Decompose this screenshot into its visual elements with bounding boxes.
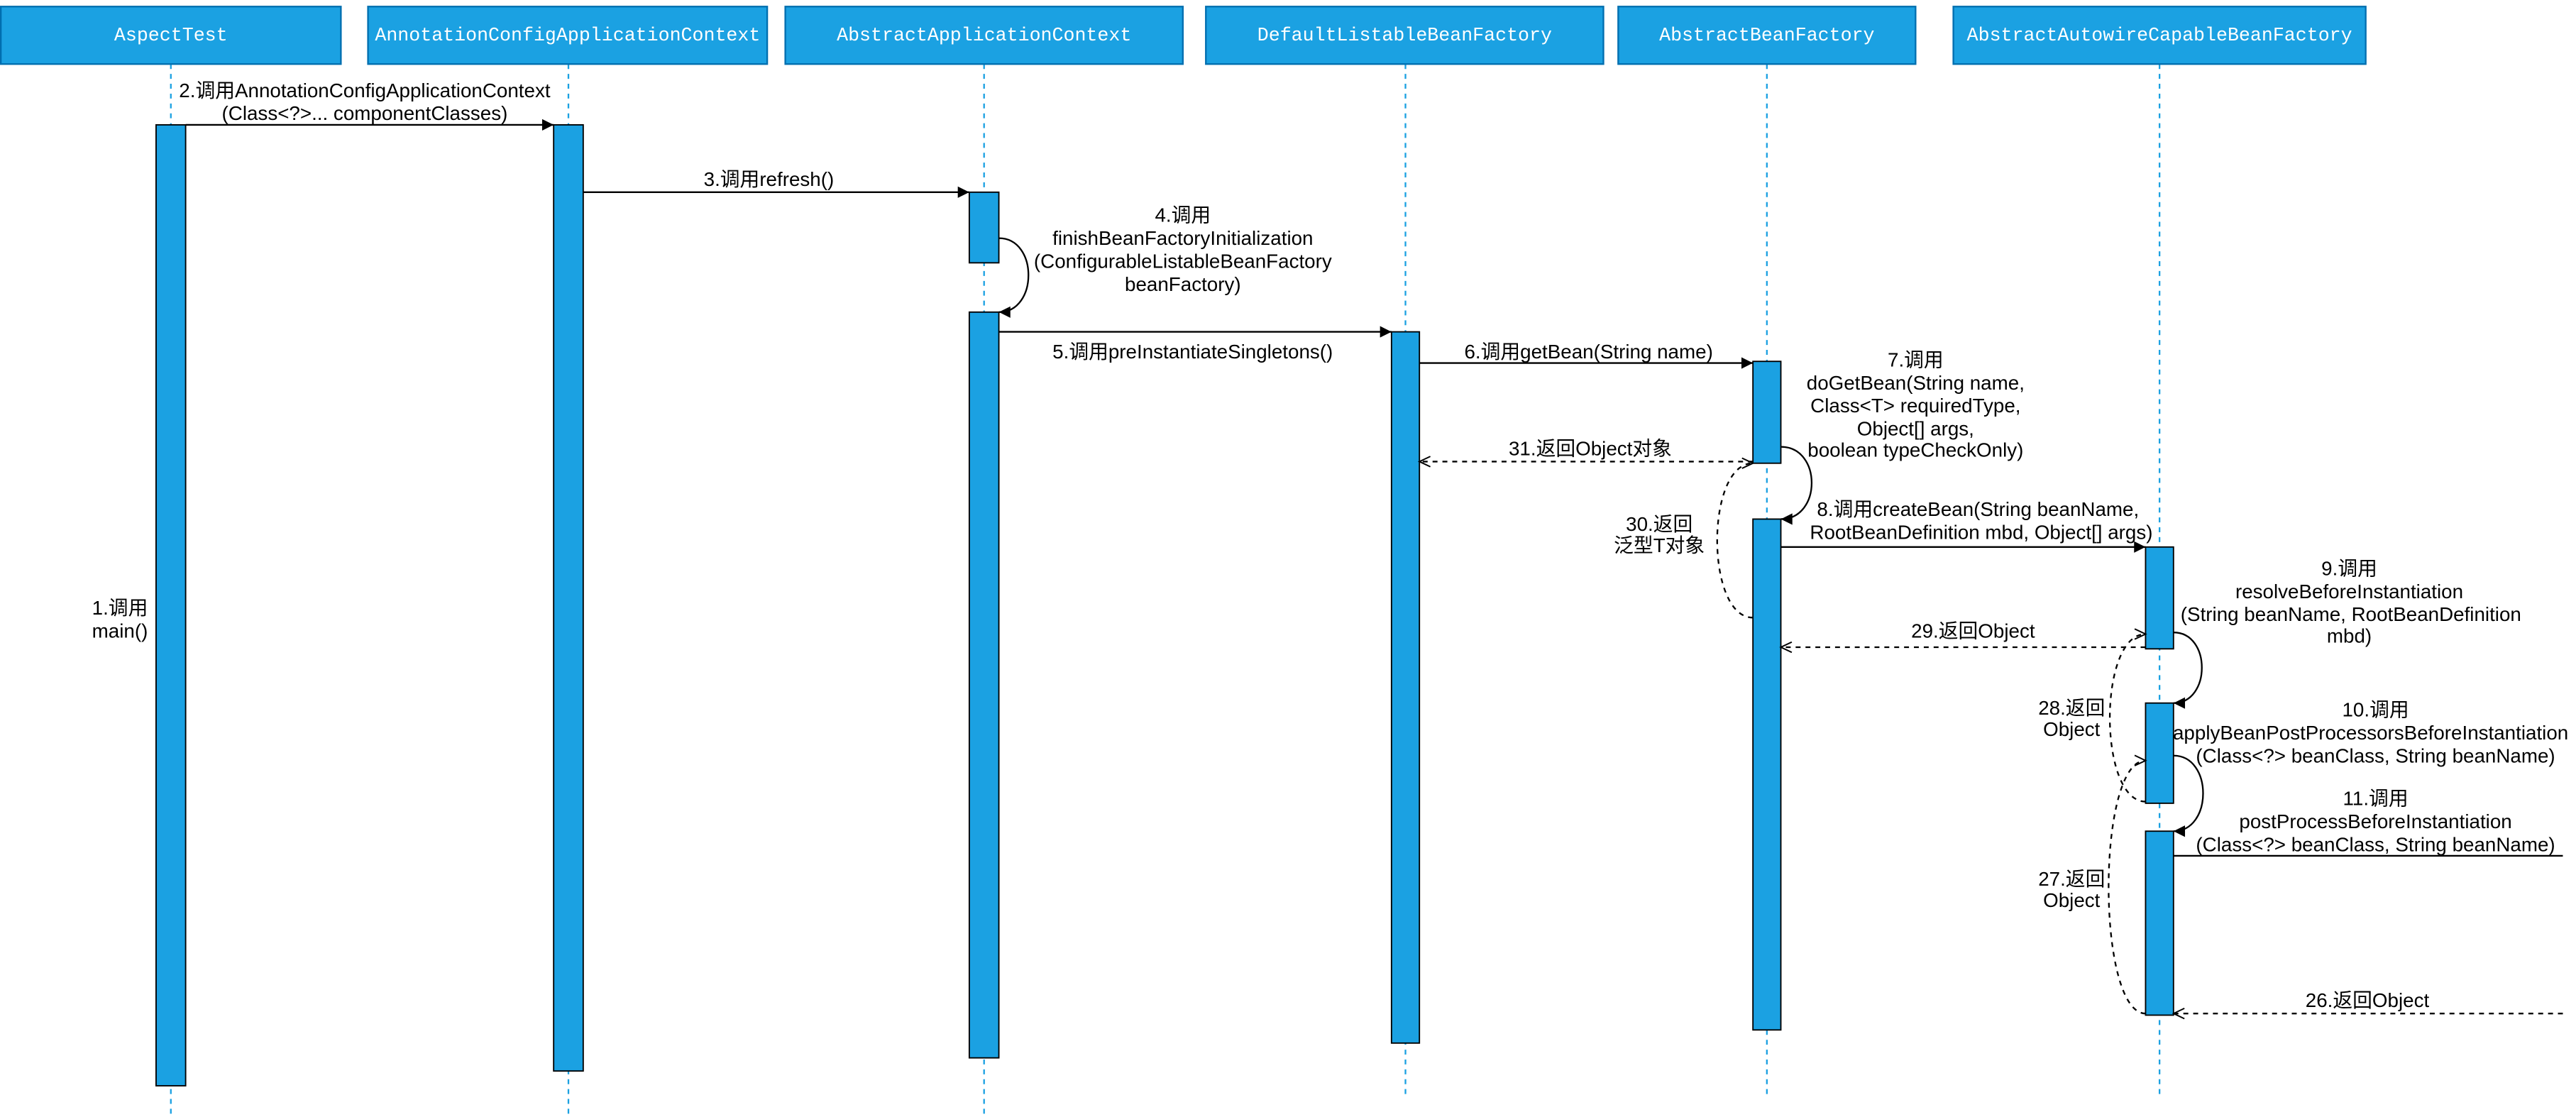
return-arrow-30: [1716, 463, 1753, 619]
message-label-1: 1.调用 main(): [92, 597, 148, 642]
participant-box: [1617, 6, 1917, 65]
participant-box: [1952, 6, 2367, 65]
message-label-26: 26.返回Object: [2306, 989, 2430, 1011]
label-line: finishBeanFactoryInitialization: [1052, 227, 1313, 249]
label-line: 26.返回Object: [2306, 989, 2430, 1011]
activation-bar-autowire-create-bean: [2145, 546, 2174, 650]
participant-abstract-autowire-capable-bean-factory: AbstractAutowireCapableBeanFactory: [1952, 6, 2367, 65]
label-line: 2.调用AnnotationConfigApplicationContext: [179, 79, 551, 101]
participant-box: [784, 6, 1184, 65]
message-arrow-7: [1780, 446, 1812, 525]
participant-box: [0, 6, 342, 65]
label-line: (ConfigurableListableBeanFactory: [1034, 251, 1332, 273]
label-line: doGetBean(String name,: [1807, 372, 2025, 394]
label-line: 3.调用refresh(): [704, 168, 835, 190]
label-line: RootBeanDefinition mbd, Object[] args): [1810, 521, 2152, 543]
participant-box: [1205, 6, 1605, 65]
participant-abstract-bean-factory: AbstractBeanFactory: [1617, 6, 1917, 65]
message-arrow-4: [998, 237, 1030, 318]
label-line: 7.调用: [1888, 348, 1944, 370]
label-line: beanFactory): [1125, 273, 1241, 295]
message-label-9: 9.调用 resolveBeforeInstantiation (String …: [2181, 557, 2521, 646]
label-line: 11.调用: [2343, 787, 2409, 809]
participant-name: AbstractAutowireCapableBeanFactory: [1967, 25, 2352, 46]
label-line: 5.调用preInstantiateSingletons(): [1052, 341, 1333, 363]
label-line: boolean typeCheckOnly): [1807, 439, 2023, 461]
message-label-31: 31.返回Object对象: [1509, 437, 1672, 459]
message-label-10: 10.调用 applyBeanPostProcessorsBeforeInsta…: [2173, 698, 2568, 766]
message-arrow-10: [2173, 754, 2204, 837]
activation-bar-aspect-test: [155, 123, 187, 1086]
participant-name: DefaultListableBeanFactory: [1257, 25, 1552, 46]
activation-bar-autowire-apply-post-processors: [2145, 830, 2174, 1016]
activation-bar-abstract-application-context-refresh: [968, 191, 1000, 264]
label-line: 1.调用: [92, 597, 148, 619]
label-line: 4.调用: [1155, 204, 1211, 226]
label-line: Object: [2043, 889, 2101, 911]
label-line: applyBeanPostProcessorsBeforeInstantiati…: [2173, 722, 2568, 744]
label-line: (Class<?>... componentClasses): [222, 102, 508, 124]
message-label-7: 7.调用 doGetBean(String name, Class<T> req…: [1807, 348, 2025, 461]
return-arrow-27: [2108, 761, 2145, 1015]
message-label-27: 27.返回 Object: [2038, 868, 2105, 911]
label-line: Object[] args,: [1857, 418, 1974, 440]
activation-bar-abstract-bean-factory-do-get-bean: [1752, 518, 1782, 1031]
message-label-29: 29.返回Object: [1911, 620, 2035, 642]
label-line: 9.调用: [2321, 557, 2377, 579]
participant-default-listable-bean-factory: DefaultListableBeanFactory: [1205, 6, 1605, 65]
message-label-8: 8.调用createBean(String beanName, RootBean…: [1810, 498, 2152, 543]
participant-name: AbstractBeanFactory: [1659, 25, 1874, 46]
message-label-28: 28.返回 Object: [2038, 697, 2105, 740]
message-label-6: 6.调用getBean(String name): [1464, 341, 1712, 363]
label-line: mbd): [2327, 624, 2372, 646]
label-line: 泛型T对象: [1614, 534, 1705, 556]
label-line: 27.返回: [2038, 868, 2105, 890]
participant-name: AbstractApplicationContext: [837, 25, 1131, 46]
label-line: main(): [92, 620, 148, 642]
label-line: Class<T> requiredType,: [1810, 395, 2020, 417]
message-label-3: 3.调用refresh(): [704, 168, 835, 190]
label-line: resolveBeforeInstantiation: [2235, 580, 2463, 602]
label-line: (Class<?> beanClass, String beanName): [2196, 744, 2555, 766]
participant-abstract-application-context: AbstractApplicationContext: [784, 6, 1184, 65]
label-line: 30.返回: [1626, 513, 1692, 535]
activation-bar-annotation-config-application-context: [553, 123, 584, 1072]
participant-aspect-test: AspectTest: [0, 6, 342, 65]
participant-name: AspectTest: [114, 25, 228, 46]
label-line: Object: [2043, 718, 2101, 740]
participant-box: [367, 6, 769, 65]
label-line: postProcessBeforeInstantiation: [2239, 810, 2511, 832]
label-line: 31.返回Object对象: [1509, 437, 1672, 459]
message-label-11: 11.调用 postProcessBeforeInstantiation (Cl…: [2196, 787, 2555, 855]
label-line: 10.调用: [2342, 698, 2409, 720]
message-label-2: 2.调用AnnotationConfigApplicationContext (…: [179, 79, 551, 124]
activation-bar-autowire-resolve-before: [2145, 702, 2174, 804]
activation-bar-abstract-application-context-finish: [968, 311, 1000, 1059]
message-label-4: 4.调用 finishBeanFactoryInitialization (Co…: [1034, 204, 1332, 295]
activation-bar-default-listable-bean-factory: [1390, 331, 1421, 1044]
label-line: 6.调用getBean(String name): [1464, 341, 1712, 363]
label-line: 29.返回Object: [1911, 620, 2035, 642]
message-label-30: 30.返回 泛型T对象: [1614, 513, 1705, 556]
activation-bar-abstract-bean-factory-get-bean: [1752, 361, 1782, 464]
message-label-5: 5.调用preInstantiateSingletons(): [1052, 341, 1333, 363]
label-line: 8.调用createBean(String beanName,: [1817, 498, 2139, 520]
label-line: (Class<?> beanClass, String beanName): [2196, 833, 2555, 855]
participant-name: AnnotationConfigApplicationContext: [375, 25, 760, 46]
label-line: 28.返回: [2038, 697, 2105, 719]
participant-annotation-config-application-context: AnnotationConfigApplicationContext: [367, 6, 769, 65]
label-line: (String beanName, RootBeanDefinition: [2181, 603, 2521, 625]
message-arrow-9: [2173, 632, 2203, 709]
return-arrow-28: [2108, 634, 2145, 803]
